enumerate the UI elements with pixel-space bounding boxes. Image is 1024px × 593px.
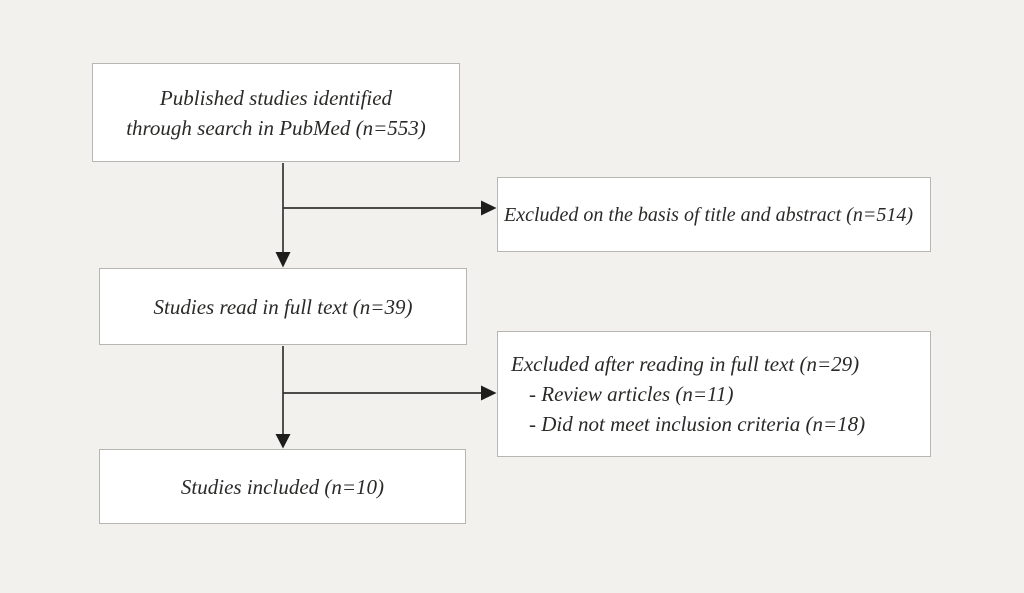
box-text-line: Published studies identified — [159, 85, 393, 110]
arrowhead-right-to-excluded-screening-icon — [481, 200, 497, 216]
arrowhead-down-to-fulltext-icon — [275, 252, 291, 268]
arrowhead-right-to-excluded-fulltext-icon — [481, 385, 497, 401]
box-text-subitem: - Did not meet inclusion criteria (n=18) — [529, 412, 866, 436]
box-studies-included: Studies included (n=10) — [99, 449, 466, 524]
box-text-subitem: - Review articles (n=11) — [529, 382, 734, 406]
box-text-line: Excluded on the basis of title and abstr… — [504, 203, 913, 226]
box-text-line: Studies included (n=10) — [180, 474, 385, 499]
box-text-line: through search in PubMed (n=553) — [126, 115, 426, 140]
box-published-studies-identified: Published studies identified through sea… — [92, 63, 460, 162]
arrowhead-down-to-included-icon — [275, 434, 291, 449]
box-studies-read-full-text: Studies read in full text (n=39) — [99, 268, 467, 345]
box-text-line: Studies read in full text (n=39) — [153, 294, 413, 319]
box-excluded-after-full-text: Excluded after reading in full text (n=2… — [497, 331, 931, 457]
box-excluded-title-abstract: Excluded on the basis of title and abstr… — [497, 177, 931, 252]
box-text-line: Excluded after reading in full text (n=2… — [511, 352, 860, 376]
